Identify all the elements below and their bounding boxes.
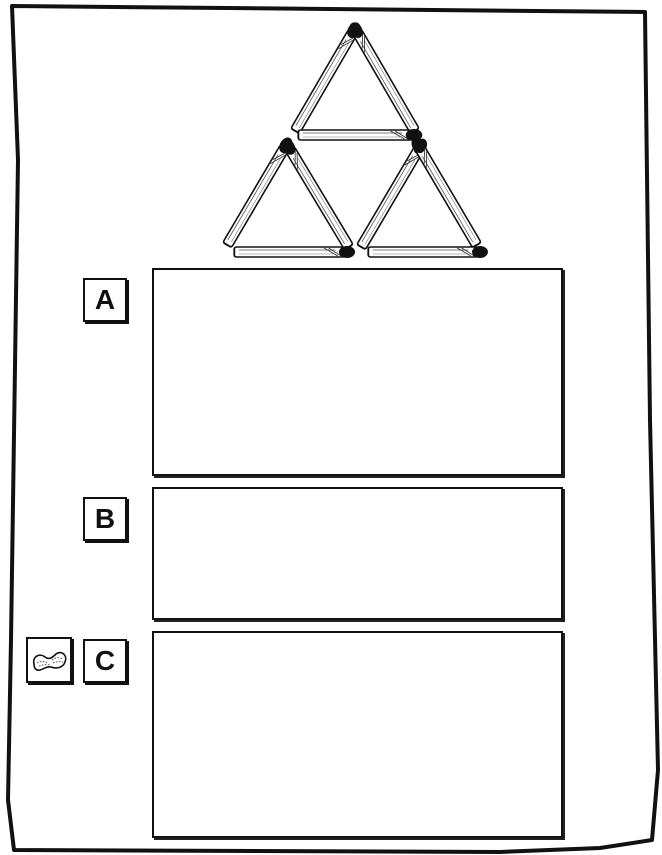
match-bottom-left-left xyxy=(222,135,295,248)
match-top-left xyxy=(290,20,363,134)
peanut-icon xyxy=(26,637,72,683)
match-bottom-right-base xyxy=(368,246,488,258)
match-bottom-right-right xyxy=(409,135,482,248)
match-top-right xyxy=(347,20,420,134)
match-bottom-left-right xyxy=(279,137,354,250)
answer-box-b[interactable] xyxy=(152,487,563,620)
label-a: A xyxy=(83,278,127,322)
match-top-base xyxy=(298,129,422,141)
answer-box-a[interactable] xyxy=(152,268,563,476)
match-bottom-left-base xyxy=(234,246,355,258)
label-c: C xyxy=(83,639,127,683)
answer-box-c[interactable] xyxy=(152,631,563,838)
matchstick-puzzle xyxy=(210,15,500,265)
label-b: B xyxy=(83,497,127,541)
